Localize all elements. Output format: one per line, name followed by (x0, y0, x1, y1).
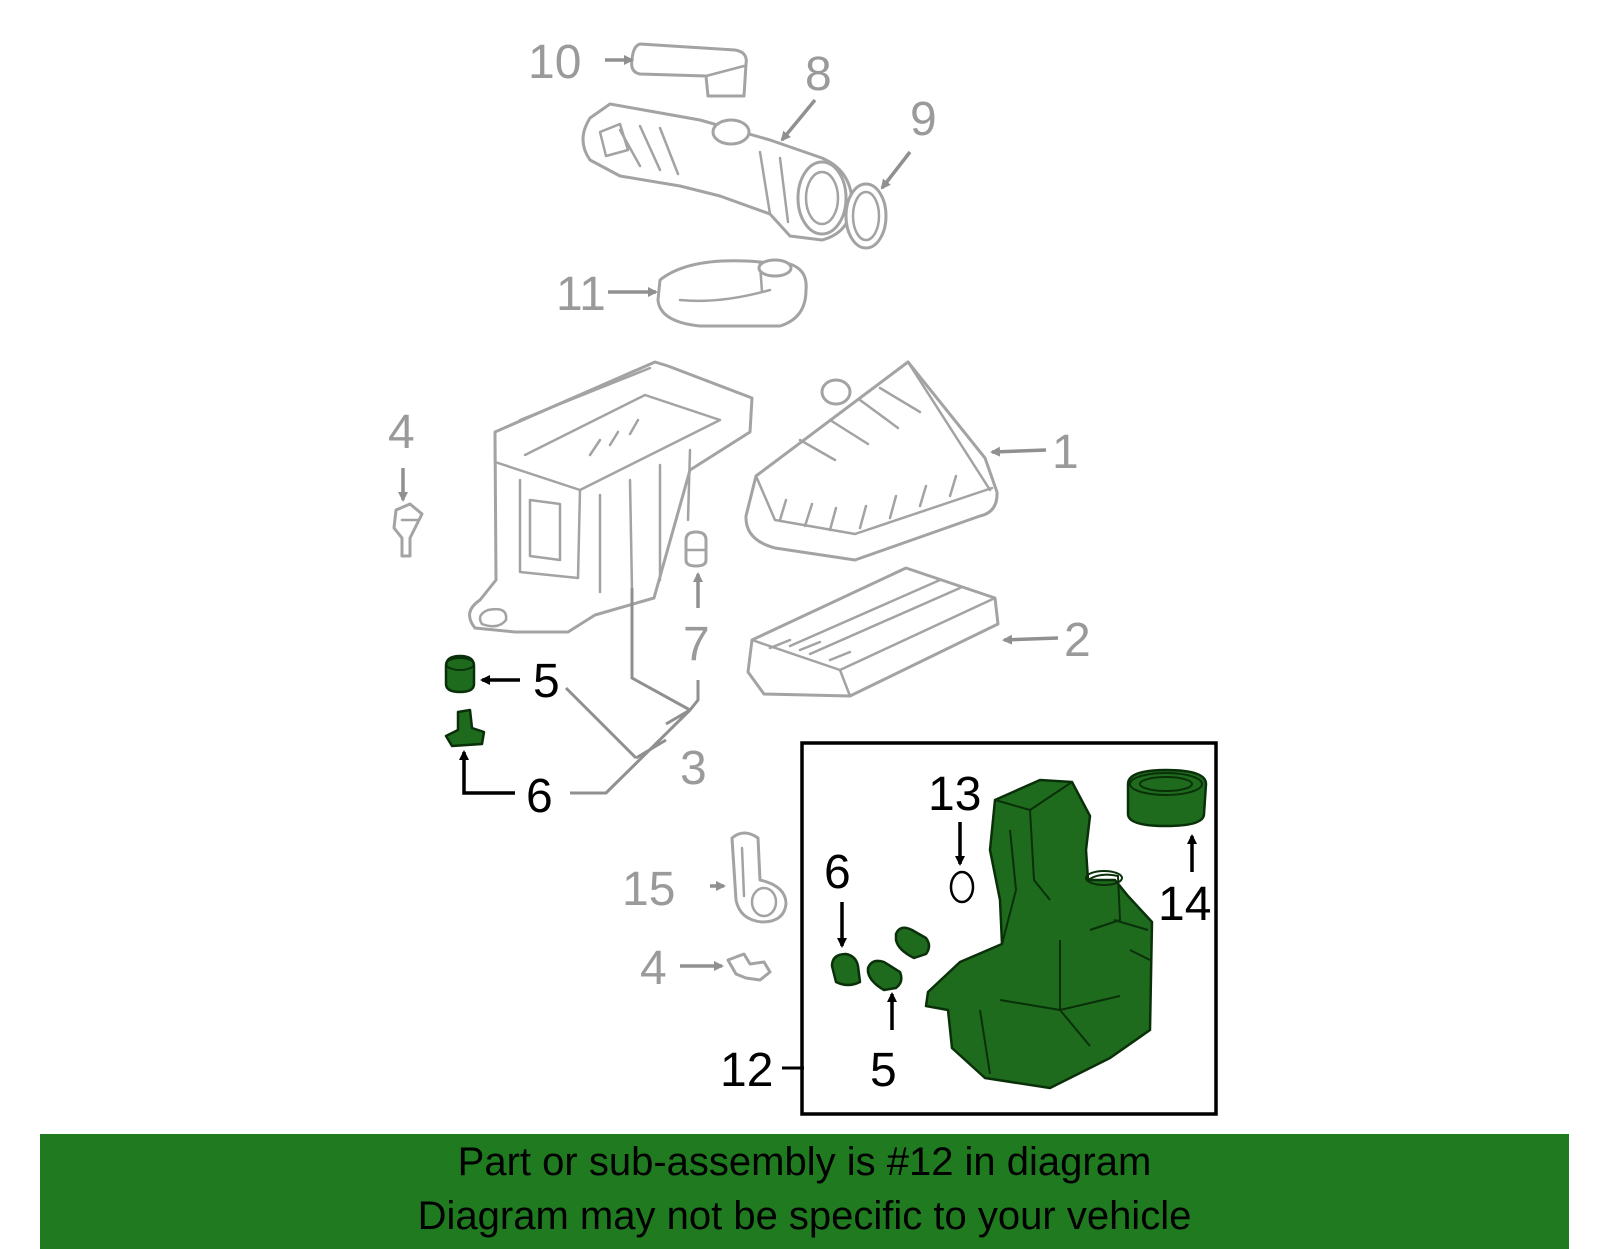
part-3-housing (468, 360, 754, 634)
part-6-collar-left (444, 708, 486, 748)
callout-2: 2 (1064, 614, 1091, 667)
callout-6-box: 6 (824, 846, 851, 899)
part-9-seal (844, 182, 888, 250)
part-8-intake-tube (581, 102, 854, 242)
part-5-bushing-left (444, 654, 476, 694)
info-banner: Part or sub-assembly is #12 in diagram D… (40, 1134, 1569, 1249)
part-7-grommet (684, 530, 708, 568)
callout-7: 7 (683, 618, 710, 671)
callout-5-box: 5 (870, 1044, 897, 1097)
part-6-collar-box (830, 952, 862, 987)
callout-10: 10 (528, 36, 581, 89)
callout-4-lower: 4 (640, 942, 667, 995)
banner-line-2: Diagram may not be specific to your vehi… (417, 1194, 1192, 1238)
part-11-resonator (656, 258, 808, 328)
part-1-cover (744, 360, 999, 562)
part-5-bushing-box-a (894, 926, 931, 960)
callout-arrows (398, 55, 1197, 1070)
part-14-ring (1126, 768, 1208, 828)
part-13-oring (949, 870, 975, 904)
parts-diagram: 10 8 9 11 4 1 7 2 5 3 6 13 6 14 15 4 12 … (388, 36, 1218, 1116)
callout-13: 13 (928, 768, 981, 821)
part-15-fitting (730, 831, 788, 924)
part-12-highlight-box (800, 741, 1218, 1116)
callout-9: 9 (910, 93, 937, 146)
part-12-housing (924, 778, 1154, 1090)
part-4-clip-lower (726, 952, 772, 982)
part-4-clip-upper (392, 502, 424, 558)
banner-line-1: Part or sub-assembly is #12 in diagram (457, 1140, 1152, 1184)
callout-1: 1 (1052, 426, 1079, 479)
callout-11: 11 (556, 268, 606, 321)
callout-15: 15 (622, 863, 675, 916)
callout-6-left: 6 (526, 770, 553, 823)
part-5-bushing-box-b (866, 959, 903, 992)
callout-12: 12 (720, 1044, 773, 1097)
callout-4-upper: 4 (388, 406, 415, 459)
part-2-filter (746, 566, 1000, 698)
callout-8: 8 (805, 48, 832, 101)
callout-labels: 10 8 9 11 4 1 7 2 5 3 6 13 6 14 15 4 12 … (388, 36, 1211, 1097)
callout-3: 3 (680, 742, 707, 795)
callout-14: 14 (1158, 878, 1211, 931)
part-10-duct (630, 42, 748, 98)
callout-5-left: 5 (533, 655, 560, 708)
